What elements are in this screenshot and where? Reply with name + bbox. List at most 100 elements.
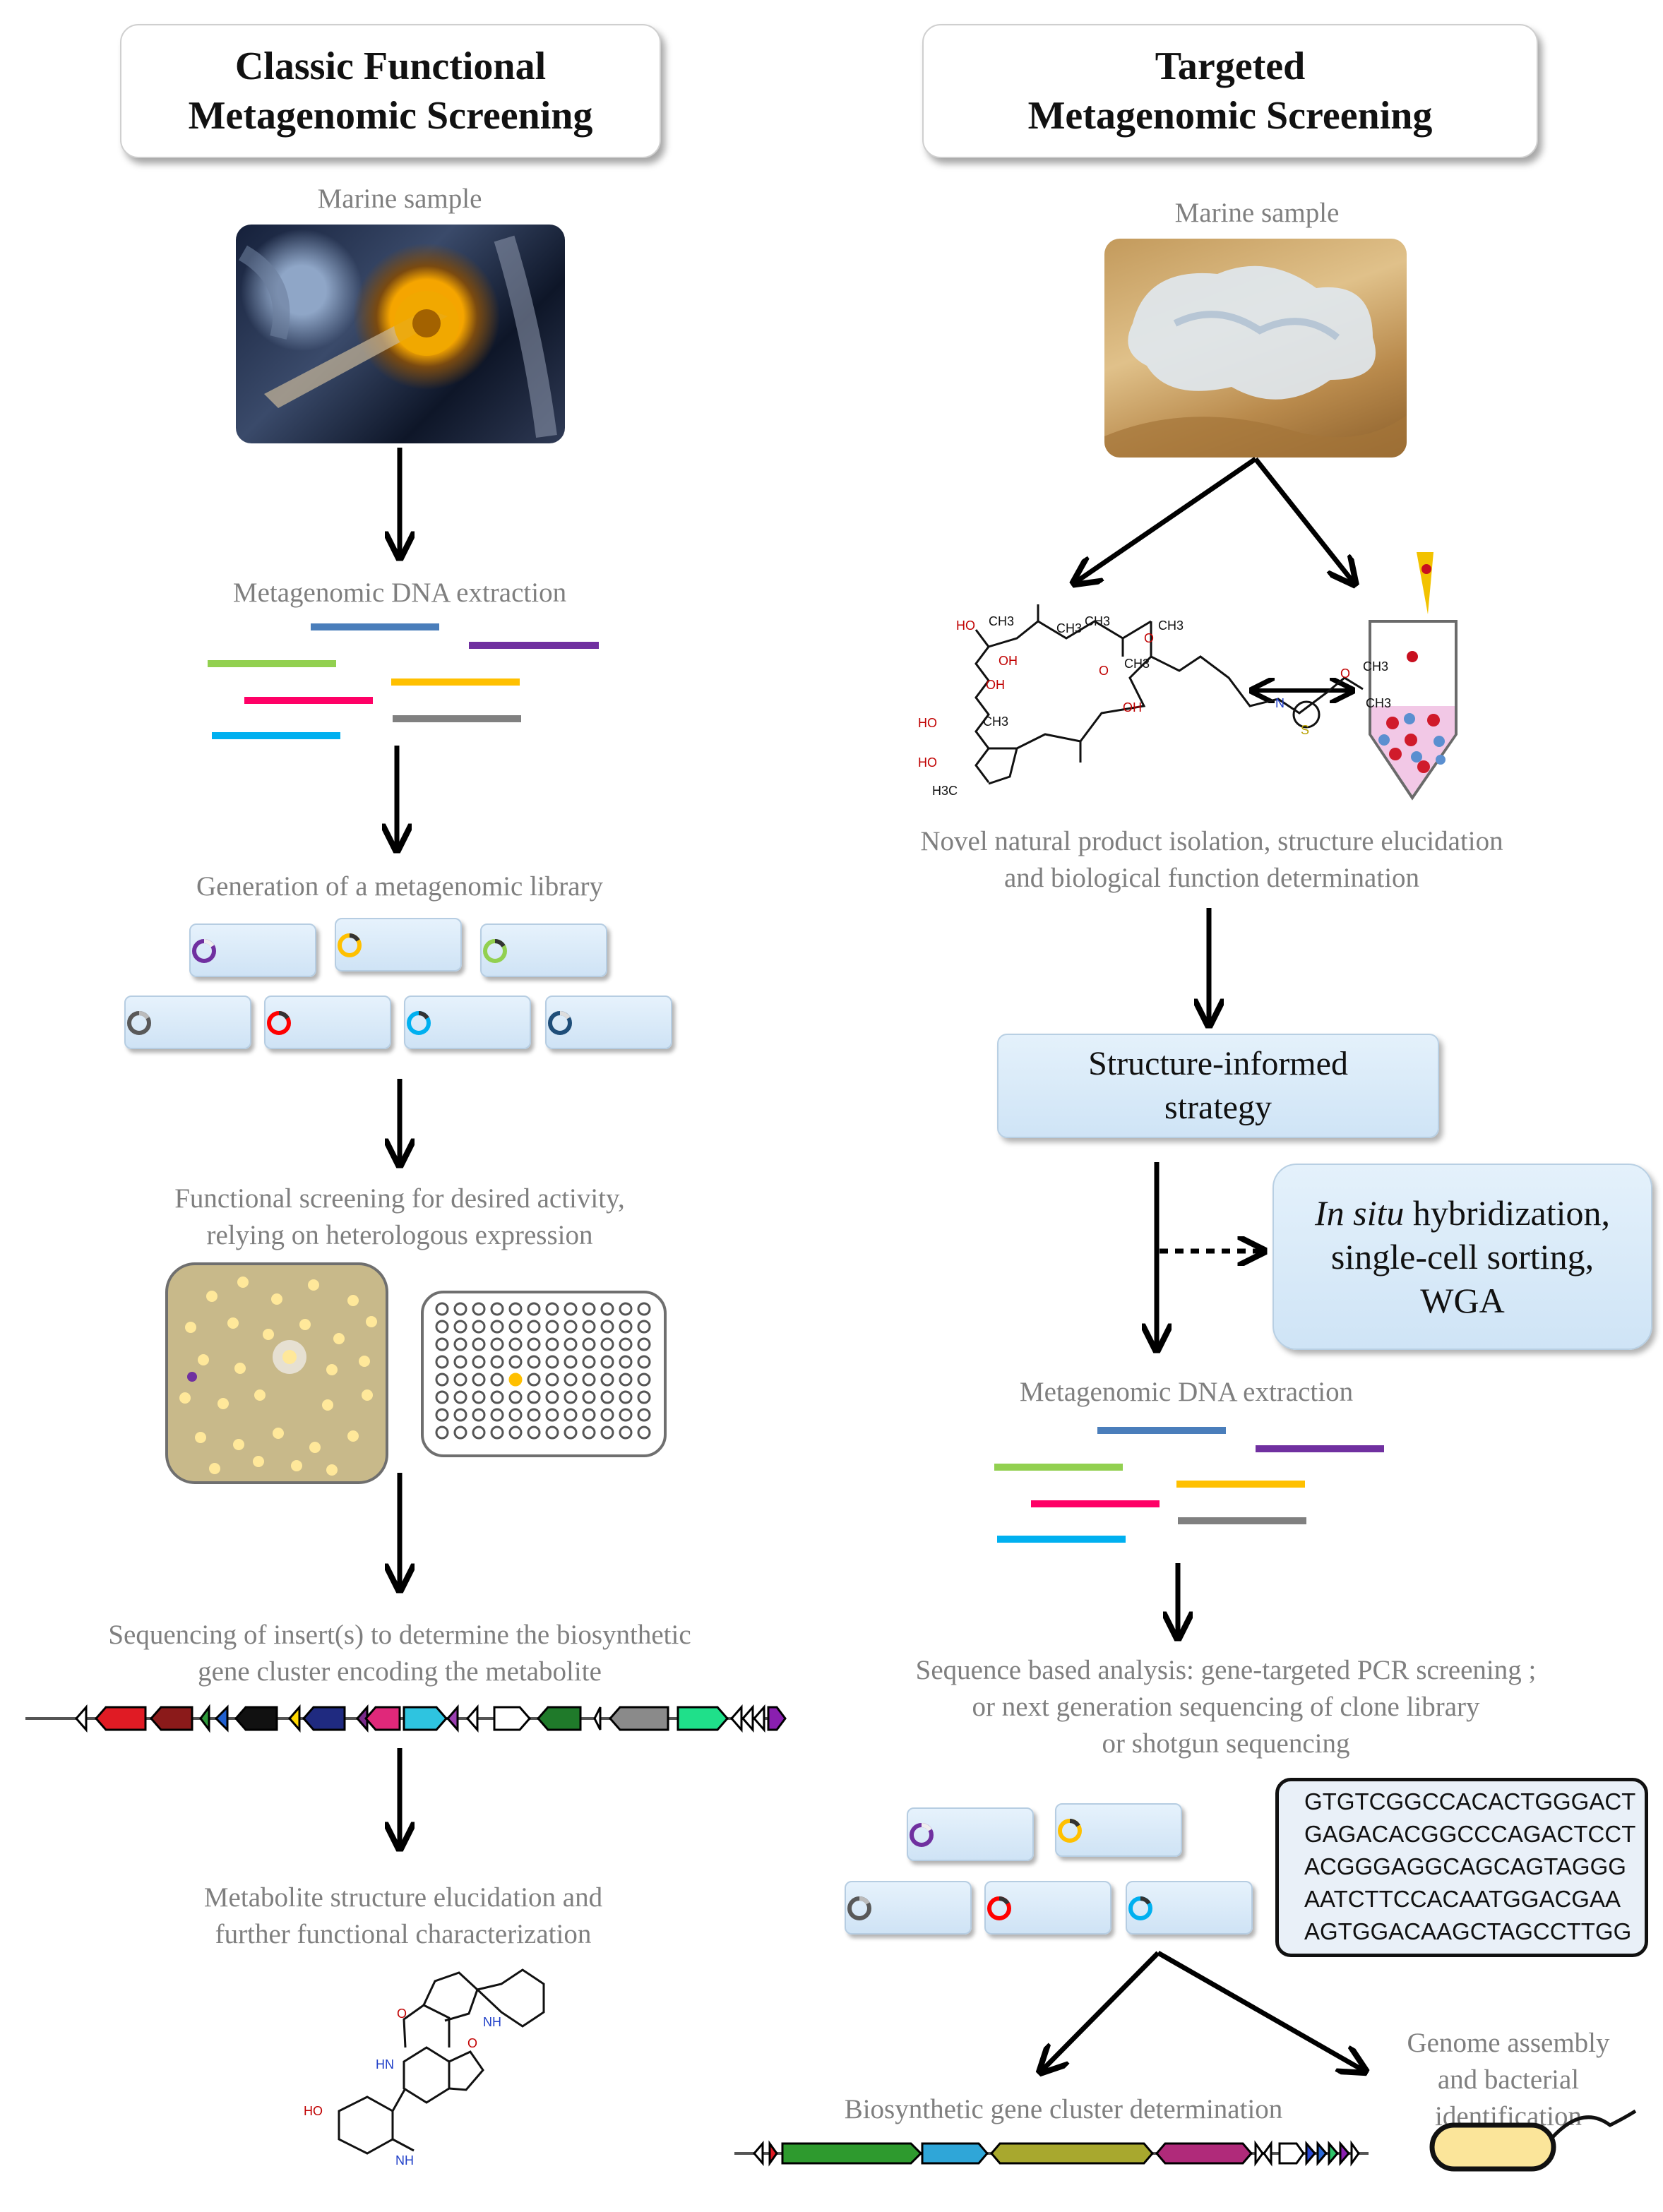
- well: [545, 1320, 559, 1334]
- well-plate: [421, 1291, 667, 1457]
- well: [637, 1425, 651, 1440]
- sequence-line-5: AGTGGACAAGCTAGCCTTGG: [1304, 1918, 1632, 1944]
- plasmid-ring-icon: [847, 1896, 871, 1920]
- right-isolation-line2: and biological function determination: [1003, 863, 1420, 893]
- left-elucidation-line2: further functional characterization: [215, 1919, 592, 1949]
- well: [637, 1302, 651, 1316]
- well: [582, 1390, 596, 1404]
- left-gene-cluster: [25, 1704, 787, 1733]
- left-screening-line2: relying on heterologous expression: [206, 1220, 593, 1250]
- well: [435, 1302, 449, 1316]
- left-elucidation-line1: Metabolite structure elucidation and: [203, 1882, 603, 1913]
- svg-text:O: O: [1340, 666, 1350, 681]
- svg-text:O: O: [1099, 664, 1109, 678]
- well: [490, 1320, 504, 1334]
- right-gene-cluster: [734, 2140, 1369, 2167]
- left-gene-cluster-tail: [727, 1707, 763, 1730]
- in-situ-box: In situ hybridization, single-cell sorti…: [1272, 1164, 1652, 1350]
- svg-text:CH3: CH3: [1124, 657, 1150, 671]
- well: [527, 1373, 541, 1387]
- in-situ-line2: single-cell sorting,: [1330, 1237, 1595, 1277]
- well: [472, 1373, 486, 1387]
- well: [582, 1373, 596, 1387]
- well: [600, 1302, 614, 1316]
- well: [453, 1320, 467, 1334]
- well: [600, 1408, 614, 1422]
- well: [472, 1408, 486, 1422]
- well: [527, 1390, 541, 1404]
- well: [564, 1355, 578, 1369]
- cluster-label: Biosynthetic gene cluster determination: [844, 2094, 1283, 2124]
- well: [564, 1425, 578, 1440]
- macrolide-atom-labels: CH3 HO CH3 OH CH3 O OH CH3 CH3 O HO HO C…: [918, 614, 1391, 798]
- well: [545, 1408, 559, 1422]
- svg-text:CH3: CH3: [1366, 696, 1391, 710]
- well: [619, 1425, 633, 1440]
- svg-text:CH3: CH3: [989, 614, 1014, 628]
- left-title-line1: Classic Functional: [234, 44, 547, 88]
- well: [619, 1320, 633, 1334]
- well: [490, 1425, 504, 1440]
- well: [619, 1390, 633, 1404]
- right-clone-4: [984, 1881, 1111, 1935]
- svg-text:H3C: H3C: [932, 784, 958, 798]
- well: [453, 1390, 467, 1404]
- left-sequencing-label: Sequencing of insert(s) to determine the…: [40, 1617, 760, 1690]
- well: [545, 1390, 559, 1404]
- svg-text:CH3: CH3: [1056, 621, 1082, 635]
- well: [637, 1390, 651, 1404]
- right-analysis-line2: or next generation sequencing of clone l…: [972, 1692, 1480, 1722]
- genome-line3: identification: [1435, 2101, 1582, 2132]
- left-library-label: Generation of a metagenomic library: [196, 871, 604, 902]
- well: [508, 1355, 523, 1369]
- left-dna-fragments: [208, 623, 599, 739]
- well: [527, 1302, 541, 1316]
- svg-text:O: O: [1144, 631, 1154, 645]
- well: [582, 1355, 596, 1369]
- well: [545, 1373, 559, 1387]
- left-elucidation-label: Metabolite structure elucidation and fur…: [138, 1879, 668, 1953]
- left-sequencing-line2: gene cluster encoding the metabolite: [198, 1656, 602, 1687]
- well: [600, 1355, 614, 1369]
- sequence-line-3: ACGGGAGGCAGCAGTAGGG: [1304, 1853, 1626, 1879]
- right-clone-5: [1126, 1881, 1253, 1935]
- well: [490, 1355, 504, 1369]
- plasmid-ring-icon: [1128, 1896, 1152, 1920]
- right-clone-1: [907, 1807, 1034, 1861]
- plasmid-ring-icon: [483, 939, 507, 963]
- well: [472, 1390, 486, 1404]
- left-screening-label: Functional screening for desired activit…: [117, 1180, 682, 1254]
- strategy-line2: strategy: [1164, 1089, 1272, 1126]
- macrolide-structure: [974, 604, 1364, 785]
- plasmid-ring-icon: [910, 1823, 934, 1847]
- svg-text:HO: HO: [918, 755, 937, 770]
- well: [545, 1355, 559, 1369]
- well: [564, 1302, 578, 1316]
- well: [435, 1390, 449, 1404]
- well: [637, 1337, 651, 1351]
- well: [600, 1390, 614, 1404]
- well: [453, 1302, 467, 1316]
- right-title-line1: Targeted: [1155, 44, 1306, 88]
- well: [435, 1373, 449, 1387]
- well: [619, 1408, 633, 1422]
- right-marine-photo: [1104, 239, 1407, 458]
- well: [435, 1320, 449, 1334]
- indole-atom-labels: HN O NH O HO NH: [304, 2007, 501, 2168]
- well: [490, 1390, 504, 1404]
- well: [564, 1390, 578, 1404]
- sequence-line-2: GAGACACGGCCCAGACTCCT: [1304, 1821, 1636, 1847]
- plasmid-ring-icon: [548, 1011, 572, 1035]
- left-dna-extraction-label: Metagenomic DNA extraction: [232, 578, 567, 608]
- arrow-right-split-c: [1042, 1951, 1160, 2070]
- well: [600, 1320, 614, 1334]
- right-dna-extraction-label: Metagenomic DNA extraction: [1019, 1377, 1354, 1407]
- svg-text:OH: OH: [986, 678, 1005, 692]
- agar-plate: [165, 1262, 388, 1484]
- well: [637, 1320, 651, 1334]
- sequence-box: GTGTCGGCCACACTGGGACT GAGACACGGCCCAGACTCC…: [1275, 1778, 1648, 1957]
- well: [490, 1408, 504, 1422]
- left-clone-1: [189, 923, 316, 977]
- arrow-right-split-a: [1076, 457, 1257, 582]
- well-plate-wells: [435, 1302, 651, 1440]
